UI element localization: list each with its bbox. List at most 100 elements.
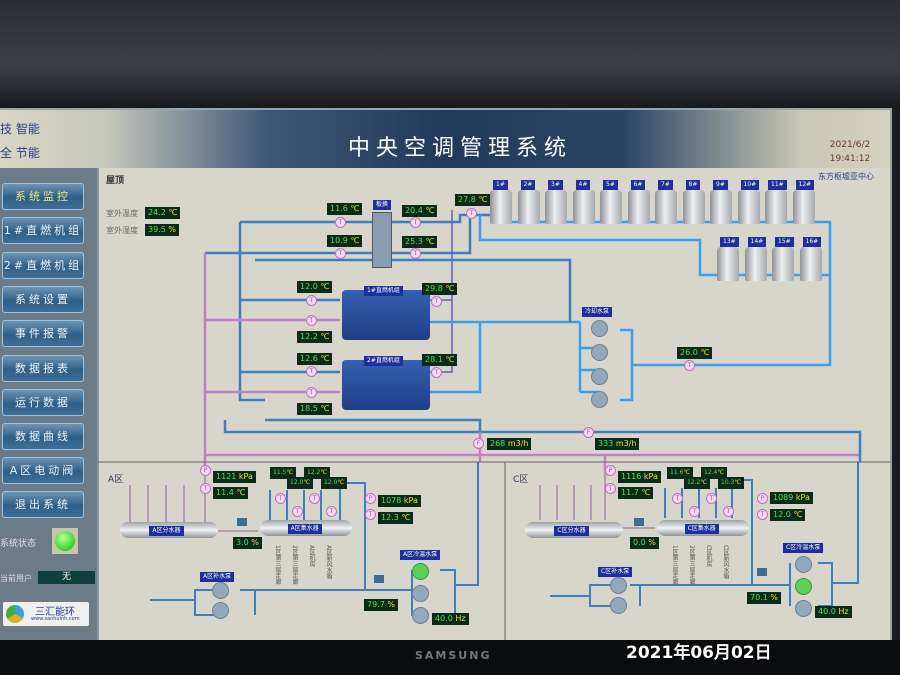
return-pressure: 1078 kPa <box>378 495 421 507</box>
cooling-tower[interactable]: 4# <box>572 180 595 224</box>
circ-pump[interactable] <box>412 585 429 602</box>
cooling-tower[interactable]: 15# <box>772 237 794 281</box>
return-pressure: 1089 kPa <box>770 492 813 504</box>
nav-alarms[interactable]: 事件报警 <box>2 320 84 347</box>
motor-valve-icon[interactable] <box>757 568 767 576</box>
chiller-2[interactable]: 2#直燃机组 <box>342 356 430 410</box>
flow-1: 268 m3/h <box>487 438 532 450</box>
date: 2021/6/2 <box>829 140 871 150</box>
temp-sensor-icon: T <box>605 483 616 494</box>
cooling-tower[interactable]: 5# <box>600 180 622 224</box>
circ-pump[interactable] <box>412 563 429 580</box>
motor-valve-icon[interactable] <box>374 575 384 583</box>
nav-a-zone-valve[interactable]: A区电动阀 <box>2 457 84 484</box>
temp-sensor-icon: T <box>275 493 286 504</box>
nav-exit[interactable]: 退出系统 <box>2 491 84 518</box>
chiller-1[interactable]: 1#直燃机组 <box>342 286 430 340</box>
nav-curves[interactable]: 数据曲线 <box>2 423 84 450</box>
site-name: 东方枢墟亚中心 <box>818 172 874 181</box>
nav-system-monitor[interactable]: 系统监控 <box>2 183 84 210</box>
circ-pump[interactable] <box>795 600 812 617</box>
cooling-tower[interactable]: 2# <box>517 180 540 224</box>
temp-sensor-icon: T <box>309 493 320 504</box>
cooling-tower[interactable]: 13# <box>717 237 739 281</box>
circ-pump-label: A区冷温水泵 <box>400 550 441 560</box>
makeup-pump-label: A区补水泵 <box>200 572 235 582</box>
cooling-tower[interactable]: 12# <box>792 180 815 224</box>
cooling-tower[interactable]: 3# <box>545 180 567 224</box>
pressure-sensor-icon: P <box>757 493 768 504</box>
nav-chiller-1[interactable]: 1#直燃机组 <box>2 217 84 244</box>
cooling-pump[interactable] <box>591 320 608 337</box>
makeup-pump[interactable] <box>212 602 229 619</box>
supply-pressure: 1116 kPa <box>618 471 661 483</box>
branch-label: A区机房 <box>308 545 315 568</box>
pipe <box>550 462 859 607</box>
temp-sensor-icon: T <box>335 248 346 259</box>
nav-settings[interactable]: 系统设置 <box>2 286 84 313</box>
pressure-sensor-icon: P <box>200 465 211 476</box>
motor-valve-icon[interactable] <box>634 518 644 526</box>
pipe <box>238 213 495 402</box>
branch-label: C区新风水箱 <box>722 545 729 580</box>
nav-reports[interactable]: 数据报表 <box>2 355 84 382</box>
motor-valve-icon[interactable] <box>237 518 247 526</box>
cooling-pump-label: 冷却水泵 <box>582 307 613 317</box>
chiller2-chw-in: 18.5 ℃ <box>297 403 333 415</box>
pressure-sensor-icon: P <box>605 465 616 476</box>
circ-pump[interactable] <box>412 607 429 624</box>
cooling-tower[interactable]: 9# <box>710 180 732 224</box>
temp-sensor-icon: T <box>466 208 477 219</box>
circ-pump[interactable] <box>795 556 812 573</box>
circ-valve-opening: 79.7 % <box>364 599 398 611</box>
cooling-tower[interactable]: 8# <box>682 180 705 224</box>
distributor: A区分水器 <box>120 522 218 538</box>
temp-sensor-icon: T <box>335 217 346 228</box>
hx-temp: 25.3 ℃ <box>402 236 438 248</box>
bypass-valve-opening: 0.0 % <box>630 537 659 549</box>
makeup-pump[interactable] <box>610 577 627 594</box>
cooling-pump[interactable] <box>591 368 608 385</box>
pressure-sensor-icon: P <box>365 493 376 504</box>
cooling-tower[interactable]: 7# <box>655 180 677 224</box>
distributor: C区分水器 <box>525 522 623 538</box>
bypass-valve-opening: 3.0 % <box>233 537 262 549</box>
page-title: 中央空调管理系统 <box>347 136 572 161</box>
sidebar: 系统监控 1#直燃机组 2#直燃机组 系统设置 事件报警 数据报表 运行数据 数… <box>0 168 97 640</box>
cooling-tower[interactable]: 16# <box>799 237 822 281</box>
nav-chiller-2[interactable]: 2#直燃机组 <box>2 252 84 279</box>
hx-temp: 11.6 ℃ <box>327 203 363 215</box>
cooling-water-temp: 26.0 ℃ <box>677 347 713 359</box>
cooling-tower[interactable]: 10# <box>737 180 760 224</box>
zone-label: C区 <box>513 475 529 485</box>
makeup-pump[interactable] <box>212 582 229 599</box>
pipe <box>240 298 340 374</box>
plate-heat-exchanger <box>372 212 392 268</box>
nav-run-data[interactable]: 运行数据 <box>2 389 84 416</box>
temp-sensor-icon: T <box>306 366 317 377</box>
temp-sensor-icon: T <box>410 217 421 228</box>
cooling-tower[interactable]: 1# <box>490 180 512 224</box>
flow-2: 333 m3/h <box>595 438 640 450</box>
status-led-icon <box>55 531 75 551</box>
cooling-tower[interactable]: 11# <box>765 180 787 224</box>
pipe <box>129 470 258 532</box>
makeup-pump[interactable] <box>610 597 627 614</box>
cooling-pump[interactable] <box>591 344 608 361</box>
roof-label: 屋顶 <box>106 176 125 186</box>
supply-pressure: 1121 kPa <box>213 471 256 483</box>
status-indicator <box>52 528 78 554</box>
circ-pump[interactable] <box>795 578 812 595</box>
branch-temp: 11.5℃ <box>270 467 297 479</box>
cooling-tower[interactable]: 14# <box>744 237 767 281</box>
return-temp: 12.3 ℃ <box>378 512 414 524</box>
cooling-pump[interactable] <box>591 391 608 408</box>
circ-valve-opening: 70.1 % <box>747 592 781 604</box>
temp-sensor-icon: T <box>365 509 376 520</box>
flow-sensor-icon: F <box>473 438 484 449</box>
chiller1-chw-out: 12.0 ℃ <box>297 281 333 293</box>
collector: A区集水器 <box>260 520 352 536</box>
cooling-tower[interactable]: 6# <box>627 180 650 224</box>
slogan-line2: 全 节能 <box>0 146 40 160</box>
pipe <box>223 418 862 462</box>
